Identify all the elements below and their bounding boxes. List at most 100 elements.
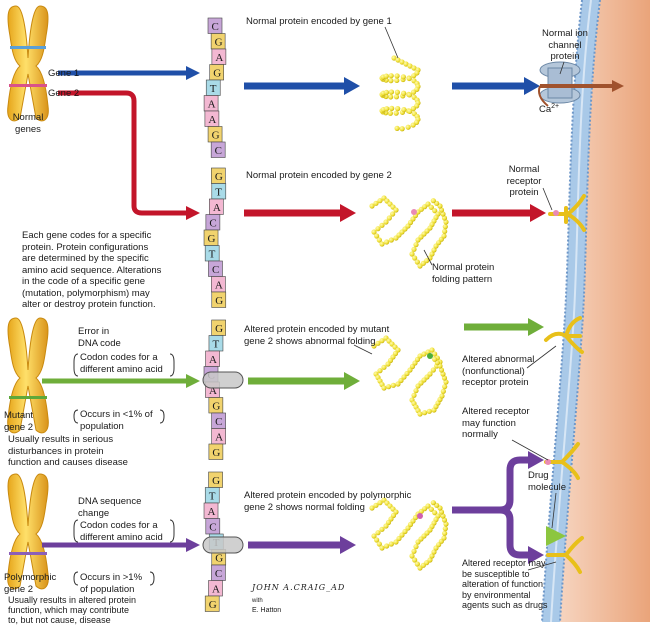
- protein-bead: [387, 110, 393, 116]
- protein-bead: [375, 530, 381, 536]
- protein-bead: [393, 207, 399, 213]
- dna-base-letter: T: [209, 491, 216, 503]
- protein-bead: [415, 237, 421, 243]
- protein-bead: [429, 251, 435, 257]
- protein-bead: [429, 347, 435, 353]
- protein-bead: [388, 89, 395, 95]
- protein-bead: [442, 530, 448, 536]
- dna-base-box: [211, 291, 227, 308]
- artist-signature: JOHN A.CRAIG_AD: [252, 583, 346, 592]
- protein-bead: [388, 73, 394, 79]
- poly-result-label: Usually results in altered protein funct…: [8, 595, 137, 625]
- signature-with: with: [252, 598, 263, 604]
- protein-bead: [394, 89, 400, 95]
- protein-bead: [414, 561, 420, 567]
- receptor-arrow: [452, 204, 546, 222]
- altered-mutant-label: Altered protein encoded by mutant gene 2…: [244, 324, 390, 347]
- protein-bead: [411, 65, 417, 71]
- dna-base-letter: G: [212, 447, 220, 459]
- branch-arrow: [452, 451, 544, 564]
- calcium-label: Ca2+: [539, 101, 559, 116]
- protein-bead: [417, 353, 423, 359]
- altered-binding-site: [545, 459, 551, 465]
- calcium-symbol: Ca: [539, 104, 552, 116]
- dna-base-letter: C: [215, 416, 222, 428]
- dna-base-letter: C: [209, 218, 216, 230]
- protein-gene2: [369, 195, 449, 269]
- protein-bead: [409, 251, 415, 257]
- protein-bead: [411, 73, 417, 79]
- mutant-protein-arrow: [248, 372, 360, 390]
- protein-bead: [388, 237, 394, 243]
- dna-base-letter: G: [208, 233, 216, 245]
- protein-bead: [430, 198, 436, 204]
- protein-bead: [440, 371, 446, 377]
- protein-bead: [385, 361, 391, 367]
- protein-bead: [432, 208, 438, 214]
- protein-bead: [401, 90, 407, 96]
- susceptible-receptor-label: Altered receptor may be susceptible to a…: [462, 558, 548, 610]
- protein-bead: [443, 219, 449, 225]
- dna-base-letter: G: [215, 295, 223, 307]
- protein-bead: [376, 237, 382, 243]
- dna-base-letter: G: [215, 37, 223, 49]
- normal-protein-gene2-label: Normal protein encoded by gene 2: [246, 170, 392, 181]
- protein-bead: [410, 89, 417, 95]
- protein-bead: [438, 207, 445, 213]
- protein-bead: [375, 340, 381, 346]
- dna-base-letter: C: [215, 145, 222, 157]
- may-function-label: Altered receptor may function normally: [462, 406, 530, 440]
- polymorphic-chromosome: [7, 473, 49, 590]
- protein-bead: [428, 506, 434, 512]
- protein2-arrow: [244, 204, 356, 222]
- abnormal-receptor-arrow: [464, 318, 544, 336]
- dna-base-letter: A: [212, 584, 220, 596]
- dna-base-letter: G: [215, 171, 223, 183]
- protein-bead: [393, 110, 399, 116]
- protein-bead: [409, 553, 415, 559]
- mutant-chromosome: [7, 317, 49, 434]
- protein-bead: [442, 384, 448, 390]
- dna-base-letter: A: [208, 114, 216, 126]
- normal-chromosome: [7, 5, 49, 122]
- protein-bead: [441, 375, 448, 381]
- protein-bead: [430, 367, 436, 373]
- protein-bead: [375, 226, 381, 232]
- dna-base-letter: A: [215, 280, 223, 292]
- protein-bead: [394, 77, 400, 84]
- protein-bead: [401, 374, 407, 380]
- dna-base-letter: C: [212, 264, 219, 276]
- protein-bead: [379, 338, 385, 344]
- protein-bead: [374, 233, 380, 239]
- protein-bead: [439, 393, 445, 399]
- altered-amino-acid: [411, 209, 417, 215]
- protein-bead: [429, 553, 435, 559]
- protein-bead: [373, 200, 379, 206]
- protein-bead: [388, 94, 394, 100]
- dna-base-letter: A: [208, 99, 216, 111]
- protein-mutant: [371, 335, 449, 417]
- dna-strand-mutant: GTACAGCAG: [203, 319, 226, 460]
- protein-bead: [394, 73, 400, 79]
- dna-base-letter: A: [213, 202, 221, 214]
- protein-bead: [438, 509, 445, 515]
- calcium-charge: 2+: [551, 103, 560, 110]
- protein-bead: [379, 241, 385, 247]
- protein-bead: [407, 108, 413, 114]
- protein-bead: [425, 503, 431, 509]
- protein-bead: [440, 513, 446, 519]
- protein-bead: [399, 59, 405, 65]
- protein-bead: [442, 526, 448, 532]
- mutant-gene2-label: Mutant gene 2: [4, 410, 34, 433]
- gene2-arrow: [58, 90, 200, 220]
- normal-receptor: [548, 194, 586, 232]
- dna-base-letter: G: [215, 553, 223, 565]
- dna-change-label: DNA sequence change: [78, 496, 142, 519]
- protein-bead: [394, 125, 400, 131]
- protein-bead: [383, 73, 389, 79]
- gene2-label: Gene 2: [48, 88, 80, 99]
- protein-polymorphic: [369, 497, 449, 571]
- cell-membrane: [541, 0, 650, 622]
- protein-bead: [398, 377, 404, 384]
- protein-bead: [379, 222, 385, 228]
